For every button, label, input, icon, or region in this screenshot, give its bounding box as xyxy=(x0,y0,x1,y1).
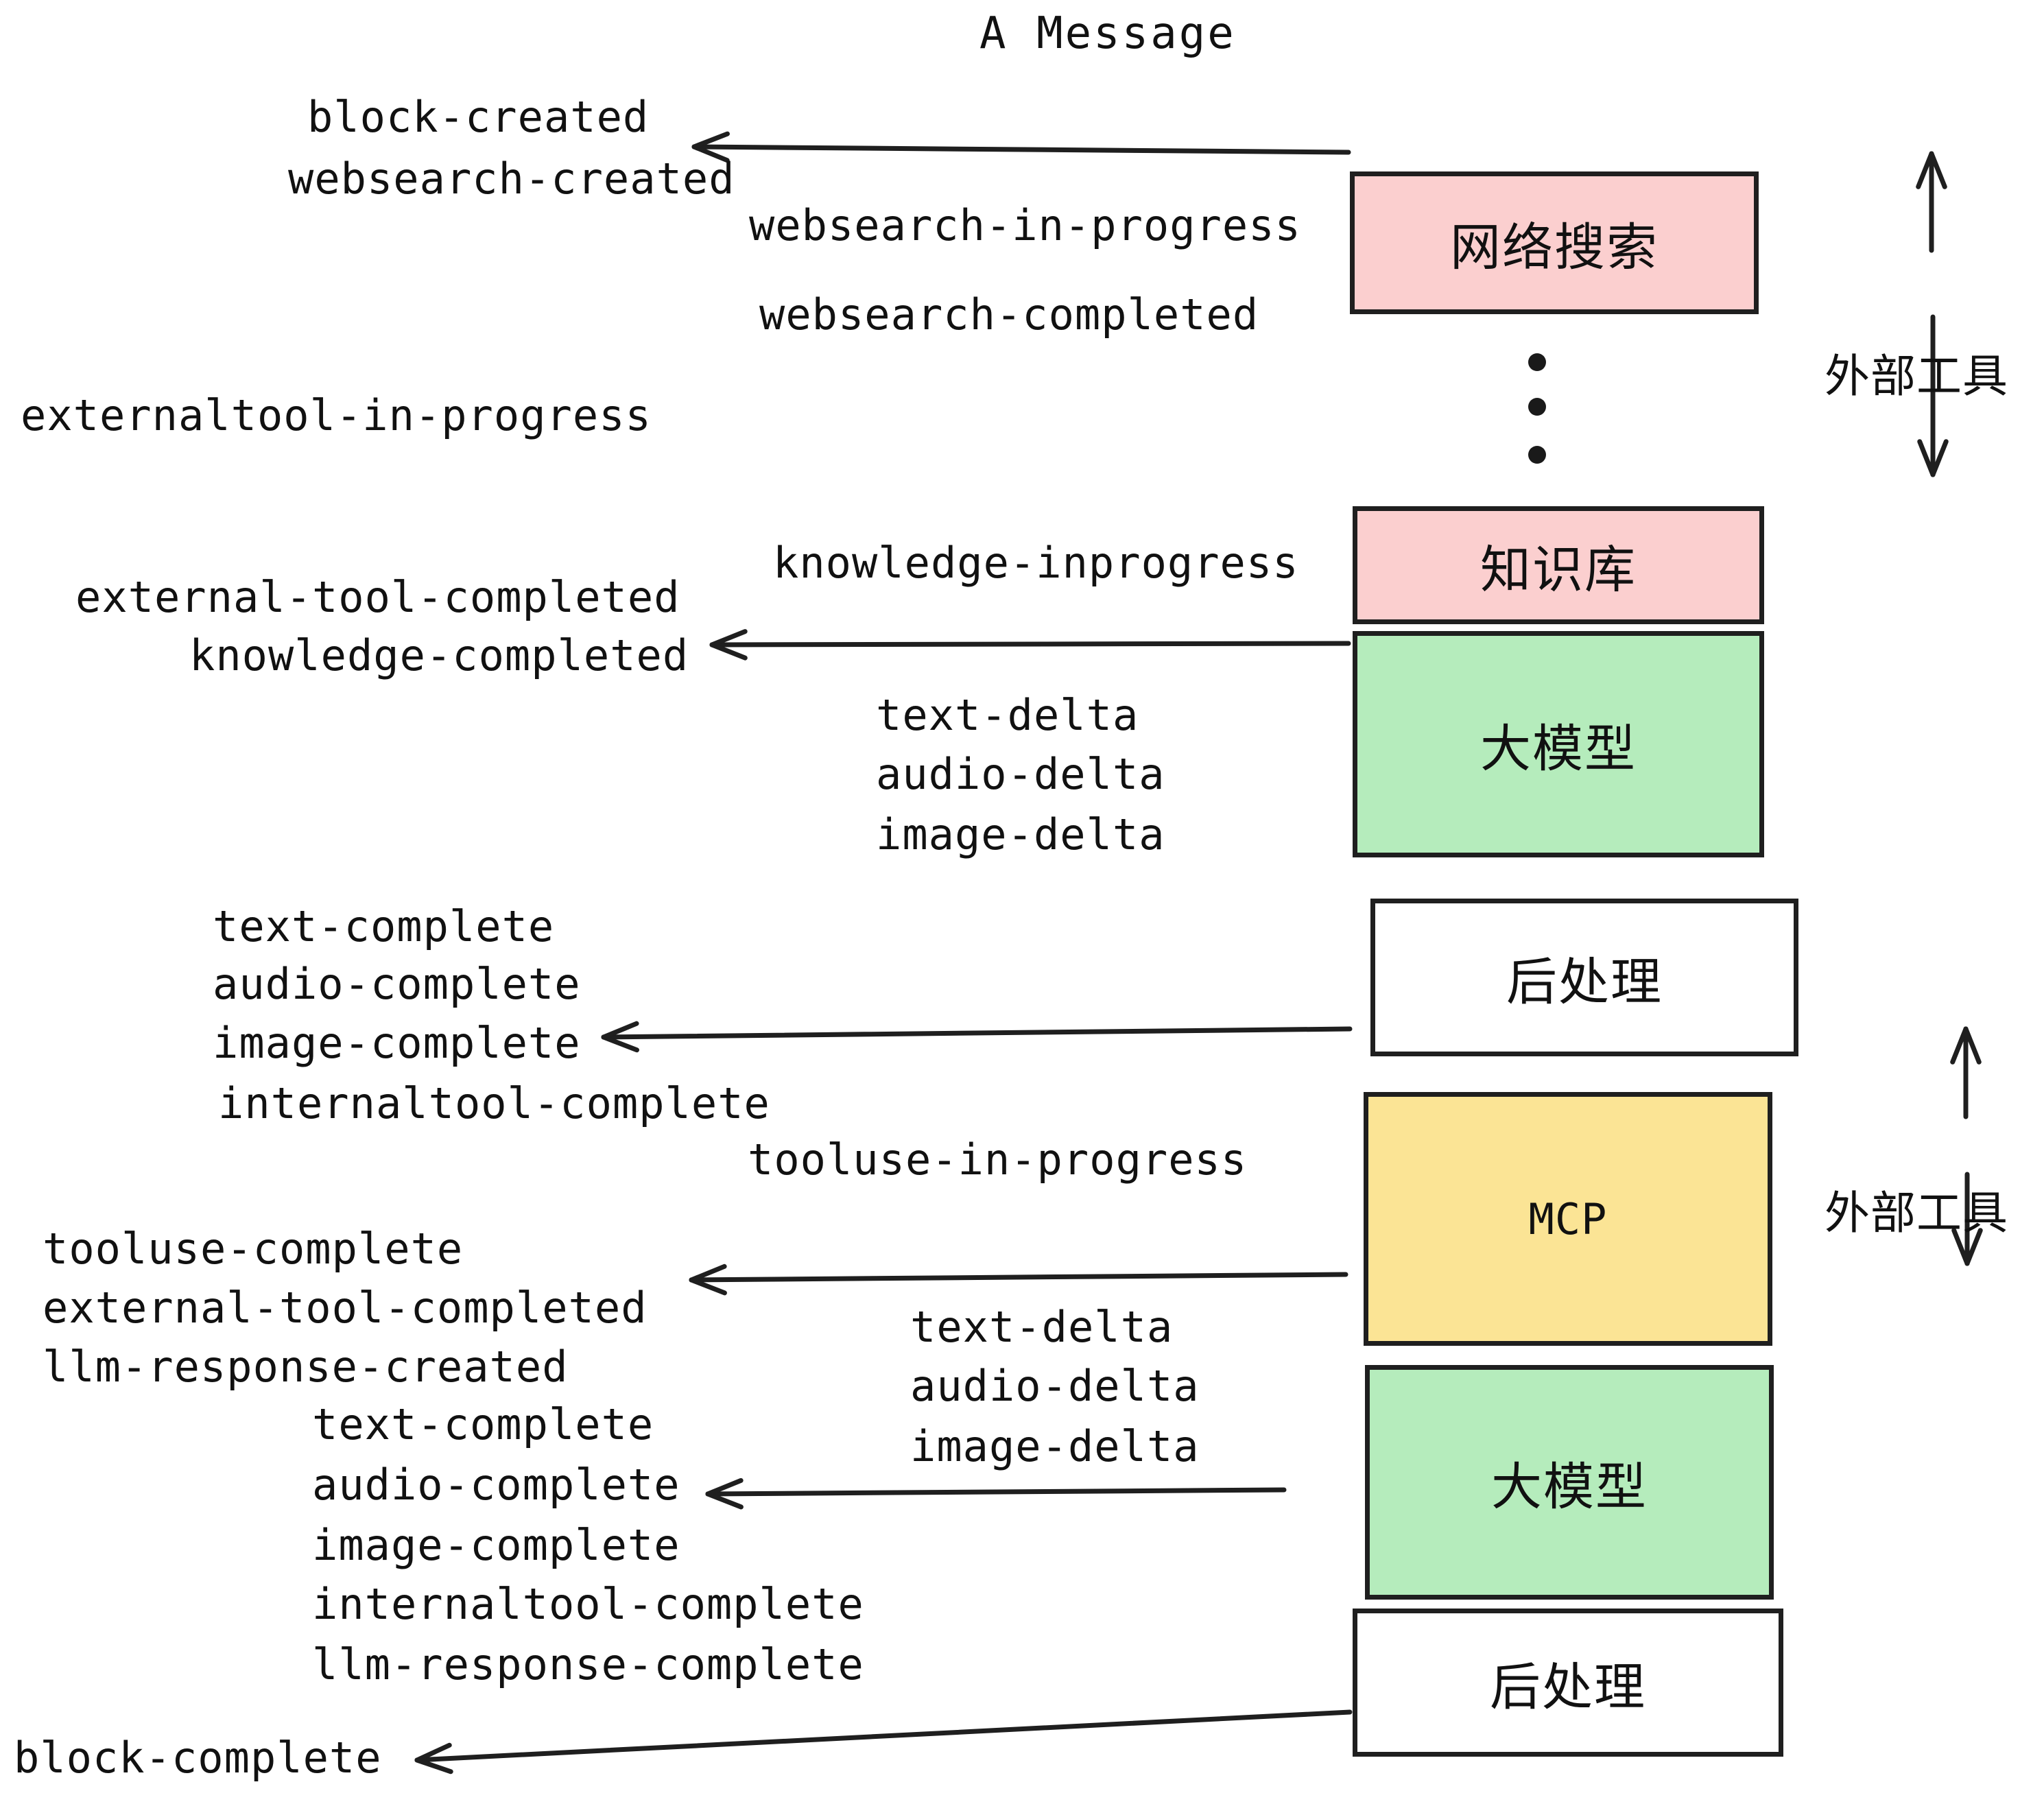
arrow-image-complete xyxy=(601,1021,1353,1053)
event-label: block-created xyxy=(307,92,650,142)
event-label: audio-complete xyxy=(312,1460,680,1510)
event-label: text-complete xyxy=(312,1399,654,1449)
event-label: external-tool-completed xyxy=(43,1283,647,1333)
event-label: audio-complete xyxy=(213,959,581,1009)
event-label: image-delta xyxy=(910,1421,1200,1471)
ellipsis-dot xyxy=(1528,398,1546,416)
event-label: knowledge-completed xyxy=(189,630,689,680)
event-label: text-delta xyxy=(910,1302,1174,1352)
arrow-knowledge-completed xyxy=(709,629,1351,661)
ellipsis-dot xyxy=(1528,446,1546,464)
event-label: image-delta xyxy=(876,809,1165,859)
node-knowledge: 知识库 xyxy=(1353,506,1764,624)
event-label: audio-delta xyxy=(876,749,1165,799)
event-label: llm-response-created xyxy=(43,1342,569,1392)
arrow-tooluse-complete xyxy=(689,1263,1348,1296)
ellipsis-dot xyxy=(1528,353,1546,371)
event-label: audio-delta xyxy=(910,1361,1200,1411)
event-label: block-complete xyxy=(14,1733,382,1783)
node-label: 后处理 xyxy=(1490,1657,1646,1717)
page-title: A Message xyxy=(979,8,1236,59)
node-label: 知识库 xyxy=(1480,540,1637,600)
event-label: tooluse-complete xyxy=(43,1224,464,1274)
event-label: image-complete xyxy=(312,1520,680,1570)
node-post-bottom: 后处理 xyxy=(1353,1609,1783,1757)
event-label: tooluse-in-progress xyxy=(748,1135,1248,1185)
event-label: llm-response-complete xyxy=(312,1639,864,1689)
event-label: text-complete xyxy=(213,901,555,951)
event-label: image-complete xyxy=(213,1018,581,1068)
arrow-external-tool-up-bottom xyxy=(1950,1026,1982,1119)
arrow-audio-complete xyxy=(705,1477,1287,1510)
node-label: 网络搜索 xyxy=(1450,217,1659,277)
node-label: 大模型 xyxy=(1491,1457,1648,1517)
arrow-external-tool-up-top xyxy=(1916,151,1947,253)
event-label: websearch-created xyxy=(288,154,735,204)
node-llm-top: 大模型 xyxy=(1353,631,1764,857)
event-label: internaltool-complete xyxy=(312,1579,864,1629)
event-label: websearch-in-progress xyxy=(749,200,1301,250)
node-llm-bottom: 大模型 xyxy=(1365,1365,1774,1600)
event-label: text-delta xyxy=(876,690,1139,740)
external-tool-label-top: 外部工具 xyxy=(1825,350,2008,403)
node-mcp: MCP xyxy=(1364,1092,1772,1346)
event-label: websearch-completed xyxy=(759,289,1259,340)
node-label: MCP xyxy=(1528,1194,1608,1244)
event-label: external-tool-completed xyxy=(75,572,680,622)
event-label: knowledge-inprogress xyxy=(773,538,1299,588)
event-label: externaltool-in-progress xyxy=(21,390,652,440)
arrow-block-created xyxy=(691,131,1351,163)
arrow-block-complete xyxy=(414,1709,1353,1775)
node-label: 大模型 xyxy=(1480,719,1637,779)
external-tool-label-bottom: 外部工具 xyxy=(1825,1187,2008,1239)
node-label: 后处理 xyxy=(1506,952,1663,1012)
node-post-top: 后处理 xyxy=(1370,899,1798,1056)
node-websearch: 网络搜索 xyxy=(1350,171,1759,314)
event-label: internaltool-complete xyxy=(218,1078,770,1128)
